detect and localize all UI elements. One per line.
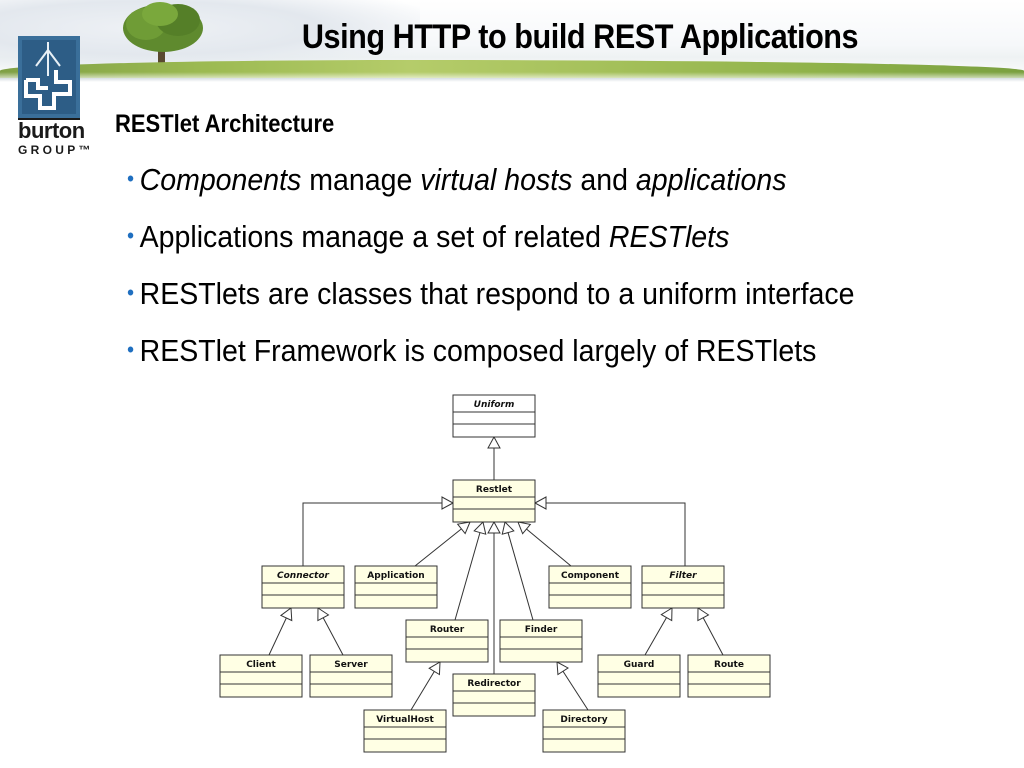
burton-group-logo-icon [18, 36, 80, 120]
class-name-server: Server [334, 660, 368, 670]
class-box-server [309, 654, 393, 698]
inheritance-arrowhead [473, 520, 487, 535]
slide-subtitle: RESTlet Architecture [115, 110, 335, 138]
inheritance-arrowhead [279, 607, 293, 622]
class-name-router: Router [430, 625, 465, 635]
class-name-virtualhost: VirtualHost [376, 715, 434, 725]
inheritance-arrowhead [697, 607, 710, 622]
inheritance-arrowhead [533, 496, 547, 510]
grass-fade [0, 72, 1024, 82]
inheritance-arrowhead [517, 521, 532, 535]
tree-icon [123, 2, 203, 78]
header-shadow [0, 78, 1024, 82]
bullet-item: •Components manage virtual hosts and app… [127, 162, 786, 198]
bullet-text-run: virtual hosts [420, 162, 573, 197]
class-box-router [405, 619, 489, 663]
class-box-redirector [452, 673, 536, 717]
class-name-uniform: Uniform [474, 400, 515, 410]
inheritance-arrowhead [487, 520, 501, 534]
class-box-directory [542, 709, 626, 753]
class-box-client [219, 654, 303, 698]
edge-router-restlet [454, 521, 484, 621]
class-name-route: Route [714, 660, 744, 670]
class-box-finder [499, 619, 583, 663]
class-name-directory: Directory [560, 715, 607, 725]
inheritance-arrowhead [441, 496, 455, 510]
header-banner [0, 0, 1024, 82]
bullet-text-run: RESTlets are classes that respond to a u… [139, 276, 855, 311]
class-name-application: Application [367, 571, 424, 581]
class-box-application [354, 565, 438, 609]
inheritance-arrowhead [556, 661, 569, 676]
bullet-marker-icon: • [127, 223, 135, 248]
bullet-text-run: RESTlet Framework is composed largely of… [139, 333, 817, 368]
class-name-connector: Connector [277, 571, 330, 581]
class-box-route [687, 654, 771, 698]
class-box-virtualhost [363, 709, 447, 753]
edge-filter-restlet [535, 502, 686, 566]
logo-group-text: GROUP™ [18, 143, 94, 157]
edge-connector-restlet [302, 502, 453, 566]
inheritance-arrowhead [428, 661, 441, 676]
inheritance-arrowhead [660, 607, 673, 622]
inheritance-arrowhead [317, 607, 330, 622]
bullet-text-run: manage [301, 162, 421, 197]
class-box-filter [641, 565, 725, 609]
class-name-redirector: Redirector [467, 679, 521, 689]
class-box-uniform [452, 394, 536, 438]
bullet-text-run: Components [139, 162, 302, 197]
class-name-guard: Guard [624, 660, 655, 670]
bullet-marker-icon: • [127, 280, 135, 305]
inheritance-arrowhead [456, 521, 471, 535]
inheritance-arrowhead [487, 435, 501, 449]
class-box-guard [597, 654, 681, 698]
class-name-component: Component [561, 571, 620, 581]
class-box-restlet [452, 479, 536, 523]
class-name-restlet: Restlet [476, 485, 513, 495]
bullet-item: •Applications manage a set of related RE… [127, 219, 729, 255]
class-name-finder: Finder [525, 625, 558, 635]
edge-application-restlet [414, 521, 471, 567]
bullet-text-run: RESTlets [608, 219, 730, 254]
bullet-text-run: and [572, 162, 636, 197]
logo-wordmark: burton [18, 118, 85, 143]
slide-title: Using HTTP to build REST Applications [301, 18, 859, 56]
class-name-client: Client [246, 660, 276, 670]
bullet-item: •RESTlets are classes that respond to a … [127, 276, 855, 312]
bullet-text-run: Applications manage a set of related [139, 219, 609, 254]
bullet-text-run: applications [635, 162, 787, 197]
inheritance-arrowhead [501, 520, 515, 535]
class-box-connector [261, 565, 345, 609]
bullet-marker-icon: • [127, 337, 135, 362]
class-box-component [548, 565, 632, 609]
bullet-marker-icon: • [127, 166, 135, 191]
class-name-filter: Filter [669, 571, 697, 581]
bullet-item: •RESTlet Framework is composed largely o… [127, 333, 816, 369]
edge-finder-restlet [504, 521, 534, 621]
